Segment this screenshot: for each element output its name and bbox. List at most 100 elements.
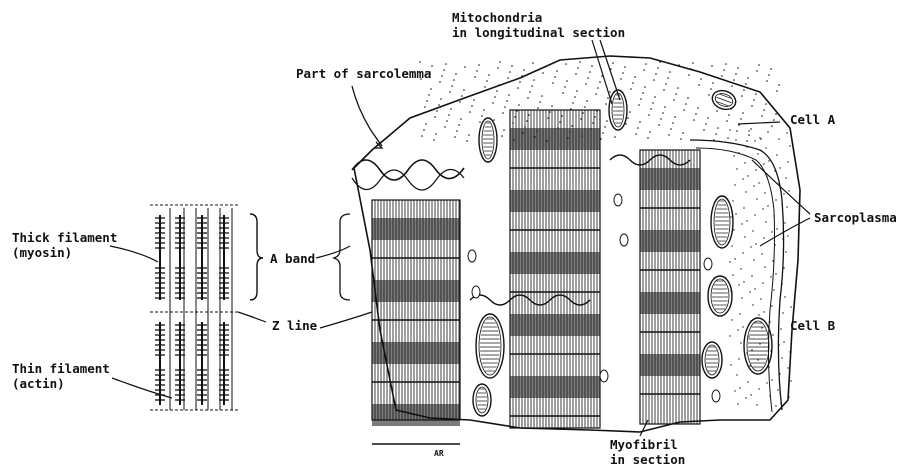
stipple-dot bbox=[658, 124, 660, 126]
vesicle bbox=[472, 286, 480, 298]
mitochondrion-membrane bbox=[708, 276, 732, 316]
sarcoplasma-leader-lower bbox=[760, 218, 810, 246]
stipple-dot bbox=[506, 100, 508, 102]
sarcolemma-wave-lower bbox=[352, 169, 464, 190]
vesicle bbox=[620, 234, 628, 246]
stipple-dot bbox=[591, 65, 593, 67]
stipple-dot bbox=[423, 129, 425, 131]
stipple-dot bbox=[508, 94, 510, 96]
stipple-dot bbox=[449, 91, 451, 93]
stipple-dot bbox=[441, 75, 443, 77]
sarcoplasm-dot bbox=[767, 131, 768, 132]
stipple-dot bbox=[726, 120, 728, 122]
stipple-dot bbox=[685, 103, 687, 105]
stipple-dot bbox=[700, 78, 702, 80]
stipple-dot bbox=[469, 111, 471, 113]
stipple-dot bbox=[753, 99, 755, 101]
sarcoplasm-dot bbox=[747, 175, 748, 176]
stipple-dot bbox=[592, 122, 594, 124]
stipple-dot bbox=[663, 89, 665, 91]
stipple-dot bbox=[647, 137, 649, 139]
sarcoplasm-dot bbox=[750, 320, 751, 321]
sarcoplasm-dot bbox=[755, 243, 756, 244]
a-band-block-leader bbox=[316, 246, 350, 258]
sarcoplasm-dot bbox=[754, 288, 755, 289]
sarcoplasm-dot bbox=[790, 306, 791, 307]
sarcoplasm-dot bbox=[782, 312, 783, 313]
stipple-dot bbox=[497, 67, 499, 69]
sarcoplasm-dot bbox=[729, 129, 730, 130]
stipple-dot bbox=[629, 111, 631, 113]
stipple-dot bbox=[604, 126, 606, 128]
stipple-dot bbox=[532, 62, 534, 64]
stipple-dot bbox=[638, 104, 640, 106]
cell-a-label: Cell A bbox=[790, 112, 835, 127]
stipple-dot bbox=[635, 133, 637, 135]
stipple-dot bbox=[599, 81, 601, 83]
stipple-dot bbox=[607, 97, 609, 99]
thin-filament-label: Thin filament (actin) bbox=[12, 361, 110, 391]
z-line-block-leader bbox=[320, 312, 372, 328]
sarcoplasm-dot bbox=[743, 207, 744, 208]
sarcoplasm-fold-upper bbox=[610, 155, 690, 165]
stipple-dot bbox=[474, 76, 476, 78]
stipple-dot bbox=[723, 69, 725, 71]
sarcoplasm-dot bbox=[763, 163, 764, 164]
sarcoplasm-dot bbox=[760, 372, 761, 373]
stipple-dot bbox=[575, 73, 577, 75]
stipple-dot bbox=[693, 119, 695, 121]
sarcoplasm-dot bbox=[777, 389, 778, 390]
a-band-shading bbox=[510, 190, 600, 212]
stipple-dot bbox=[702, 72, 704, 74]
stipple-dot bbox=[518, 104, 520, 106]
sarcoplasm-dot bbox=[761, 327, 762, 328]
stipple-dot bbox=[523, 69, 525, 71]
sarcoplasm-dot bbox=[755, 169, 756, 170]
stipple-dot bbox=[519, 81, 521, 83]
stipple-dot bbox=[687, 97, 689, 99]
sarcoplasm-dot bbox=[738, 284, 739, 285]
a-band-shading bbox=[372, 218, 460, 240]
sarcoplasm-dot bbox=[766, 382, 767, 383]
stipple-dot bbox=[499, 61, 501, 63]
stipple-dot bbox=[630, 88, 632, 90]
stipple-dot bbox=[456, 130, 458, 132]
stipple-dot bbox=[695, 113, 697, 115]
sarcoplasm-dot bbox=[789, 351, 790, 352]
sarcoplasm-dot bbox=[735, 139, 736, 140]
stipple-dot bbox=[698, 84, 700, 86]
thick-filament-label: Thick filament (myosin) bbox=[12, 230, 117, 260]
stipple-dot bbox=[682, 132, 684, 134]
mitochondrion bbox=[476, 314, 504, 378]
sarcoplasm-dot bbox=[736, 374, 737, 375]
sarcoplasm-dot bbox=[729, 261, 730, 262]
stipple-dot bbox=[585, 83, 587, 85]
stipple-dot bbox=[737, 67, 739, 69]
stipple-dot bbox=[712, 82, 714, 84]
stipple-dot bbox=[761, 115, 763, 117]
thin-filament-label-line2: (actin) bbox=[12, 376, 110, 391]
myofibril-column-right bbox=[640, 150, 700, 424]
sarcoplasm-dot bbox=[758, 388, 759, 389]
stipple-dot bbox=[721, 75, 723, 77]
stipple-dot bbox=[597, 87, 599, 89]
stipple-dot bbox=[434, 116, 436, 118]
a-band-shading bbox=[510, 314, 600, 336]
stipple-dot bbox=[653, 79, 655, 81]
stipple-dot bbox=[670, 128, 672, 130]
sarcoplasm-dot bbox=[748, 130, 749, 131]
stipple-dot bbox=[521, 75, 523, 77]
sarcoplasm-dot bbox=[783, 341, 784, 342]
stipple-dot bbox=[577, 67, 579, 69]
stipple-dot bbox=[549, 111, 551, 113]
sarcoplasm-dot bbox=[752, 230, 753, 231]
sarcoplasm-dot bbox=[740, 268, 741, 269]
sarcoplasm-dot bbox=[763, 237, 764, 238]
mitochondrion bbox=[744, 318, 772, 374]
thick-filament-label-line2: (myosin) bbox=[12, 245, 117, 260]
myofibril-column-center bbox=[510, 110, 600, 428]
mitochondrion bbox=[479, 118, 497, 162]
muscle-block-outline bbox=[354, 56, 800, 432]
stipple-dot bbox=[509, 71, 511, 73]
